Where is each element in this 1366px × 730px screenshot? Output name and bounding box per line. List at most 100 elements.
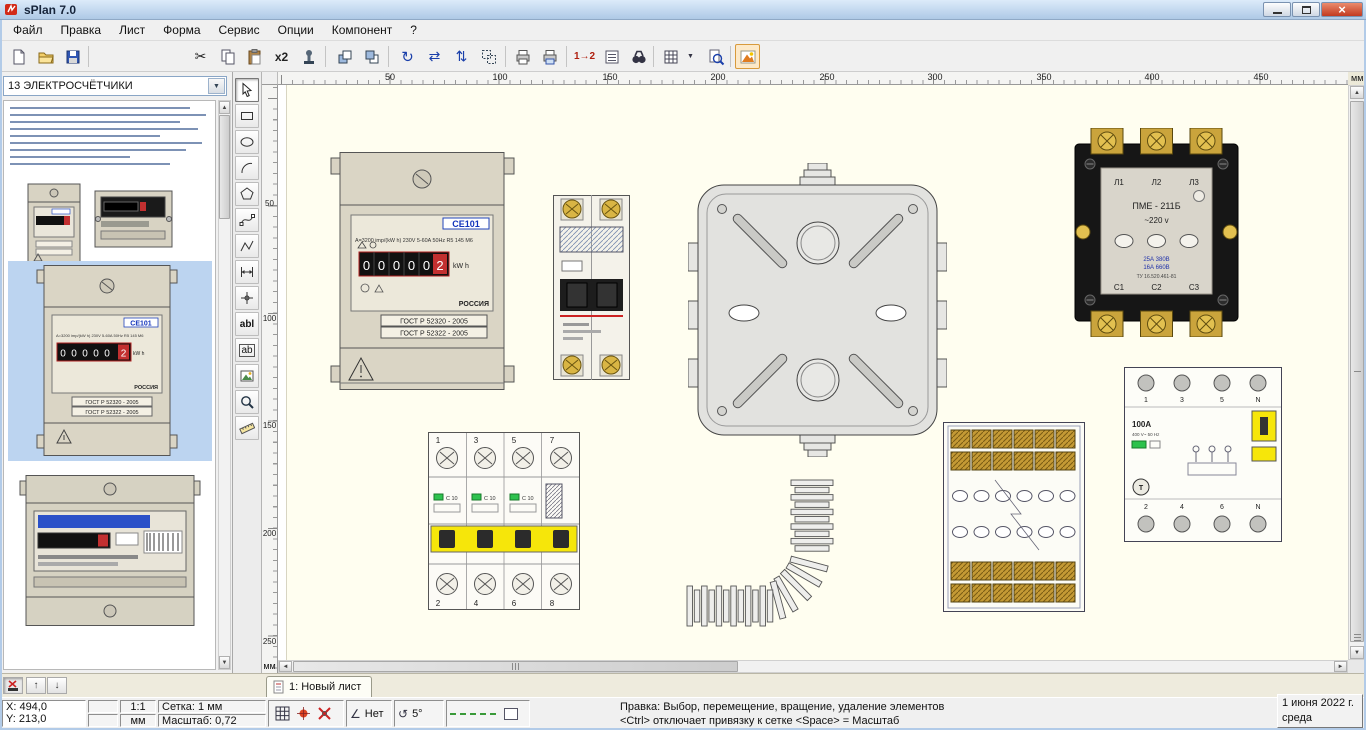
canvas-vertical-scrollbar[interactable]: ▲ ▼: [1348, 85, 1365, 660]
select-tool[interactable]: [235, 78, 259, 102]
grid-dropdown-button[interactable]: ▼: [684, 44, 697, 69]
duplicate-button[interactable]: x2: [269, 44, 294, 69]
snap-off-icon[interactable]: [317, 706, 332, 721]
snap-point-icon[interactable]: [296, 706, 311, 721]
maximize-button[interactable]: [1292, 2, 1320, 17]
ellipse-icon: [239, 134, 255, 150]
zoom-tool[interactable]: [235, 390, 259, 414]
library-thumb-meter-ce101-selected[interactable]: CE101 A=3200 imp/(kW h) 230V 5-60A 50Hz …: [32, 265, 182, 457]
meter-digit: 2: [436, 258, 443, 273]
cut-button[interactable]: ✂: [188, 44, 213, 69]
component-corrugated-tube[interactable]: [685, 478, 842, 628]
scrollbar-thumb[interactable]: [1350, 101, 1364, 642]
print-button[interactable]: [510, 44, 535, 69]
ruler-tick-label: 150: [262, 421, 277, 430]
parts-list-button[interactable]: [599, 44, 624, 69]
meter-spec-label: A=3200 imp/(kW h) 230V 5-60A 50Hz R5 145…: [355, 238, 473, 244]
rotate-button[interactable]: ↻: [395, 44, 420, 69]
send-back-button[interactable]: [359, 44, 384, 69]
arc-tool[interactable]: [235, 156, 259, 180]
line-style-button[interactable]: [504, 708, 518, 720]
scroll-down-button[interactable]: ▼: [1350, 646, 1364, 659]
library-thumb-meter-alt[interactable]: [18, 475, 204, 629]
polygon-tool[interactable]: [235, 182, 259, 206]
menu-form[interactable]: Форма: [154, 21, 209, 39]
library-scrollbar[interactable]: ▲ ▼: [218, 100, 231, 670]
app-icon: [4, 2, 19, 17]
mirror-horizontal-button[interactable]: ⇄: [422, 44, 447, 69]
text-tool[interactable]: abl: [235, 312, 259, 336]
menu-help[interactable]: ?: [401, 21, 426, 39]
menu-sheet[interactable]: Лист: [110, 21, 154, 39]
copy-button[interactable]: [215, 44, 240, 69]
component-breaker-4pole[interactable]: 1 3 5 7 C 10 C 10 C 10 2 4 6 8: [428, 432, 580, 610]
print-sheet-button[interactable]: [537, 44, 562, 69]
point-tool[interactable]: [235, 286, 259, 310]
menu-service[interactable]: Сервис: [210, 21, 269, 39]
dimension-tool[interactable]: [235, 260, 259, 284]
component-junction-box[interactable]: [688, 163, 947, 457]
save-button[interactable]: [60, 44, 85, 69]
component-contactor[interactable]: Л1 Л2 Л3 ПМЕ - 211Б ~220 v 25А 380В 16А …: [1070, 128, 1243, 337]
scroll-down-button[interactable]: ▼: [219, 656, 230, 669]
tab-sheet-1[interactable]: 1: Новый лист: [266, 676, 372, 697]
open-button[interactable]: [33, 44, 58, 69]
angle-icon: ∠: [350, 708, 361, 720]
grid-icon: [662, 48, 680, 66]
menu-file[interactable]: Файл: [4, 21, 52, 39]
group-button[interactable]: [476, 44, 501, 69]
drawing-canvas[interactable]: CE101 A=3200 imp/(kW h) 230V 5-60A 50Hz …: [278, 85, 1348, 660]
library-tool-button[interactable]: [3, 677, 23, 694]
scroll-right-button[interactable]: ►: [1334, 661, 1347, 672]
search-button[interactable]: [626, 44, 651, 69]
ruler-tick-label: 200: [710, 72, 725, 82]
library-select[interactable]: 13 ЭЛЕКТРОСЧЁТЧИКИ ▼: [3, 76, 227, 96]
component-terminal-block[interactable]: [943, 422, 1085, 612]
status-line-style[interactable]: [446, 700, 530, 727]
library-move-up-button[interactable]: ↑: [26, 677, 46, 694]
component-breaker-2pole[interactable]: [553, 195, 630, 380]
meter-digit: 0: [423, 258, 430, 273]
scroll-up-button[interactable]: ▲: [219, 101, 230, 114]
component-rcd[interactable]: 1 3 5 N 100A 400 V~ 50 Hz T 2 4 6 N: [1124, 367, 1282, 542]
textbox-tool[interactable]: ab: [235, 338, 259, 362]
polyline-tool[interactable]: [235, 234, 259, 258]
component-electric-meter[interactable]: CE101 A=3200 imp/(kW h) 230V 5-60A 50Hz …: [325, 152, 520, 390]
new-button[interactable]: [6, 44, 31, 69]
scrollbar-thumb[interactable]: [293, 661, 738, 672]
zoom-sheet-button[interactable]: [703, 44, 728, 69]
line-style-preview: [450, 713, 496, 715]
grid-button[interactable]: [658, 44, 683, 69]
menu-edit[interactable]: Правка: [52, 21, 111, 39]
mirror-horizontal-icon: ⇄: [429, 48, 441, 65]
minimize-button[interactable]: [1263, 2, 1291, 17]
status-rotation-step[interactable]: ↺ 5°: [394, 700, 444, 727]
close-button[interactable]: ×: [1321, 2, 1363, 17]
bezier-curve-icon: [239, 212, 255, 228]
combo-arrow-button[interactable]: ▼: [208, 78, 225, 94]
bezier-tool[interactable]: [235, 208, 259, 232]
paste-button[interactable]: [242, 44, 267, 69]
rectangle-tool[interactable]: [235, 104, 259, 128]
ellipse-tool[interactable]: [235, 130, 259, 154]
status-angle-snap[interactable]: ∠ Нет: [346, 700, 392, 727]
image-tool[interactable]: [235, 364, 259, 388]
mirror-vertical-button[interactable]: ⇅: [449, 44, 474, 69]
scroll-up-button[interactable]: ▲: [1350, 86, 1364, 99]
menu-component[interactable]: Компонент: [323, 21, 402, 39]
canvas-horizontal-scrollbar[interactable]: ◄ ►: [278, 660, 1348, 673]
sheet-tab-icon: [273, 680, 285, 694]
scroll-left-button[interactable]: ◄: [279, 661, 292, 672]
grid-toggle-icon[interactable]: [275, 706, 290, 721]
menu-options[interactable]: Опции: [269, 21, 323, 39]
library-thumb-meter-small[interactable]: [22, 183, 86, 267]
bring-front-button[interactable]: [332, 44, 357, 69]
measure-tool[interactable]: [235, 416, 259, 440]
stamp-button[interactable]: [296, 44, 321, 69]
background-image-button[interactable]: [735, 44, 760, 69]
library-thumb-meter-din[interactable]: [94, 187, 174, 251]
renumber-button[interactable]: 1→2: [572, 44, 597, 69]
scrollbar-thumb[interactable]: [219, 115, 230, 219]
library-move-down-button[interactable]: ↓: [47, 677, 67, 694]
rcd-terminal-label: 1: [1144, 397, 1148, 404]
